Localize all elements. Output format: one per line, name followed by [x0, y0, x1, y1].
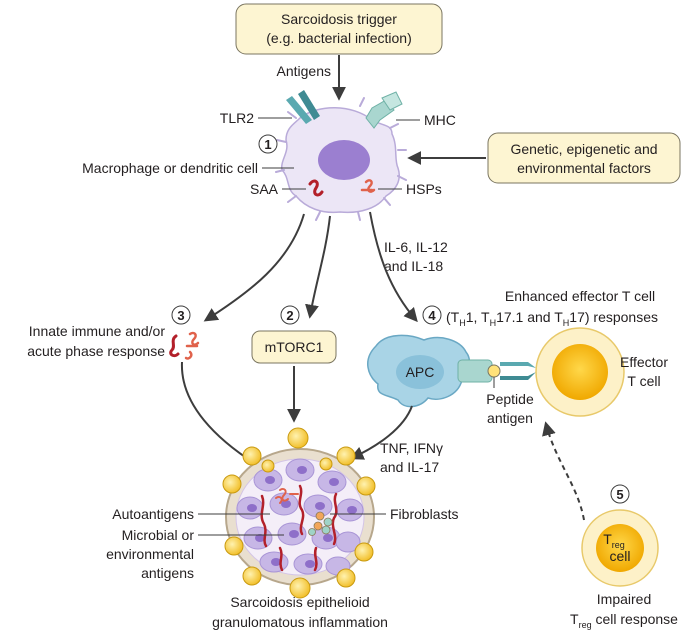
step-4-badge: 4: [422, 305, 442, 325]
treg-label-cell: cell: [609, 548, 630, 564]
treg-dashed-arrow: [542, 421, 585, 521]
macrophage-cell: [275, 97, 407, 221]
svg-text:1: 1: [264, 137, 271, 152]
impaired-label-2: Treg cell response: [570, 611, 678, 630]
arrow-to-innate: [203, 213, 305, 322]
enhanced-label-2: (TH1, TH17.1 and TH17) responses: [446, 309, 658, 328]
svg-text:4: 4: [428, 308, 436, 323]
arrow-apc-to-granuloma: [349, 405, 413, 460]
effector-t-cell: [535, 327, 625, 417]
mtorc1-label: mTORC1: [265, 339, 324, 355]
saa-protein-icon: [308, 179, 324, 197]
apc-cell: APC: [367, 334, 471, 408]
innate-label-1: Innate immune and/or: [29, 323, 166, 339]
treg-label-t: Treg: [603, 531, 625, 550]
granuloma: [222, 427, 376, 599]
genetic-factors-box: Genetic, epigenetic and environmental fa…: [487, 132, 681, 184]
saa-label: SAA: [250, 181, 279, 197]
peptide-label-2: antigen: [487, 410, 533, 426]
mhc-receptor-icon: [365, 91, 403, 129]
tnf-label-1: TNF, IFNγ: [380, 440, 443, 456]
tlr2-label: TLR2: [220, 110, 254, 126]
trigger-box: Sarcoidosis trigger (e.g. bacterial infe…: [235, 3, 443, 55]
apc-label: APC: [406, 364, 435, 380]
granuloma-label-2: granulomatous inflammation: [212, 614, 388, 630]
microbial-label-3: antigens: [141, 565, 194, 581]
trigger-title: Sarcoidosis trigger: [281, 11, 397, 27]
granuloma-label-1: Sarcoidosis epithelioid: [230, 594, 369, 610]
svg-text:3: 3: [177, 308, 184, 323]
il-label-1: IL-6, IL-12: [384, 239, 448, 255]
macrophage-label: Macrophage or dendritic cell: [82, 160, 258, 176]
mhc-label: MHC: [424, 112, 456, 128]
trigger-subtitle: (e.g. bacterial infection): [266, 30, 412, 46]
genetic-line-2: environmental factors: [517, 160, 651, 176]
impaired-label-1: Impaired: [597, 591, 651, 607]
innate-saa-icon: [169, 334, 180, 358]
step-3-badge: 3: [171, 305, 191, 325]
peptide-antigen-icon: [487, 364, 501, 378]
step-2-badge: 2: [280, 305, 300, 325]
apc-nucleus: [396, 355, 444, 389]
arrow-to-effector: [369, 211, 418, 323]
step-1-badge: 1: [258, 134, 278, 154]
effector-label-1: Effector: [620, 354, 668, 370]
antigens-label: Antigens: [277, 63, 331, 79]
tnf-label-2: and IL-17: [380, 459, 439, 475]
mtorc1-box: mTORC1: [251, 330, 337, 364]
hsps-protein-icon: [360, 179, 376, 193]
svg-text:5: 5: [616, 487, 623, 502]
tlr2-receptor-icon: [286, 90, 320, 124]
mhc-tcr-complex: [457, 359, 536, 383]
hsps-label: HSPs: [406, 181, 442, 197]
microbial-label-1: Microbial or: [122, 527, 195, 543]
peptide-label-1: Peptide: [486, 391, 534, 407]
innate-label-2: acute phase response: [27, 343, 165, 359]
arrow-to-mtorc1: [305, 215, 331, 319]
innate-hsps-icon: [184, 331, 200, 360]
microbial-label-2: environmental: [106, 546, 194, 562]
genetic-line-1: Genetic, epigenetic and: [510, 141, 657, 157]
il-label-2: and IL-18: [384, 258, 443, 274]
svg-text:2: 2: [286, 308, 293, 323]
fibroblasts-label: Fibroblasts: [390, 506, 458, 522]
step-5-badge: 5: [610, 484, 630, 504]
macrophage-nucleus: [318, 140, 370, 180]
effector-label-2: T cell: [627, 373, 660, 389]
treg-cell: Treg cell: [581, 509, 659, 587]
enhanced-label-1: Enhanced effector T cell: [505, 288, 655, 304]
autoantigens-label: Autoantigens: [112, 506, 194, 522]
